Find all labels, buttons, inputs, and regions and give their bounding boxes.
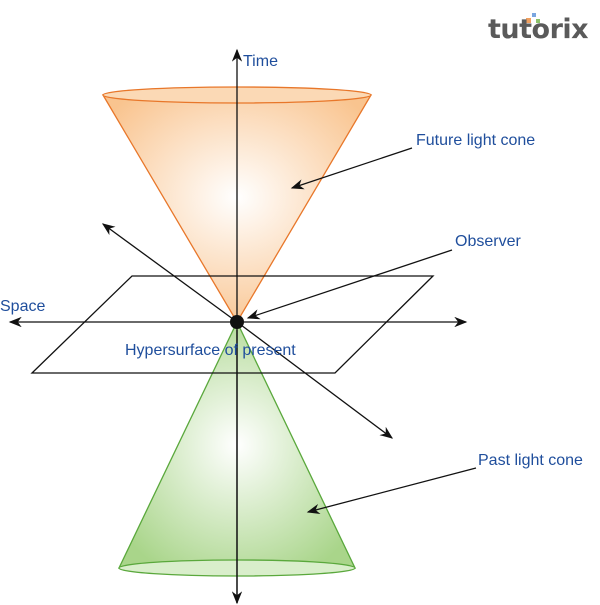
observer-label: Observer bbox=[455, 233, 521, 250]
tutorix-logo: tutorix bbox=[488, 14, 589, 45]
observer-pointer bbox=[246, 249, 453, 320]
space-label: Space bbox=[0, 298, 46, 315]
time-label: Time bbox=[243, 53, 278, 70]
diagonal-axis bbox=[101, 223, 238, 323]
diagonal-axis-lower bbox=[236, 321, 394, 439]
observer-point bbox=[230, 315, 244, 329]
future-cone-label: Future light cone bbox=[416, 132, 536, 149]
future-cone-pointer bbox=[290, 147, 413, 190]
logo-dots-icon bbox=[526, 13, 540, 23]
past-cone-label: Past light cone bbox=[478, 452, 583, 469]
past-cone-pointer bbox=[306, 467, 477, 515]
hypersurface-label: Hypersurface of present bbox=[125, 342, 296, 359]
hypersurface-plane bbox=[30, 275, 435, 374]
